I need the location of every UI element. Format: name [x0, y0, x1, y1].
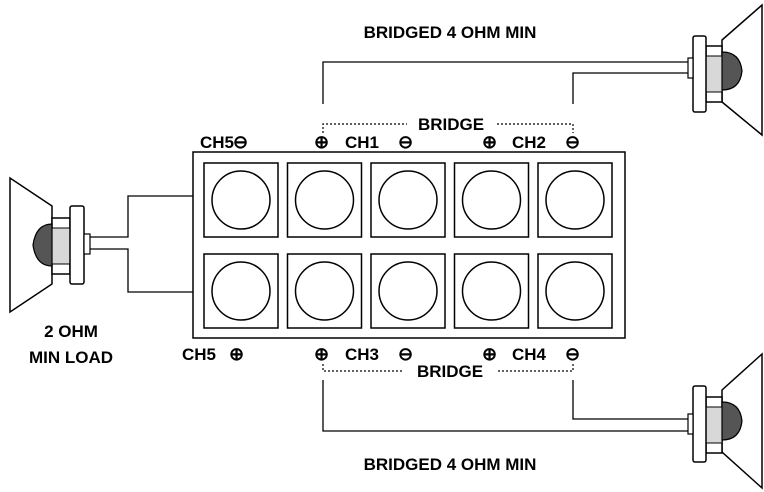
left-speaker-wire-bottom — [90, 248, 193, 293]
terminal-screw — [211, 261, 271, 321]
label-ch5-top: CH5 — [200, 133, 234, 152]
bottom-bridge-bracket — [322, 364, 402, 372]
terminal-cell — [537, 162, 613, 238]
top-bridge-bracket — [322, 123, 407, 133]
left-speaker-label-line2: MIN LOAD — [29, 348, 113, 367]
ch5-top-negative-symbol: ⊖ — [233, 132, 248, 152]
terminal-cell — [286, 162, 363, 238]
ch4-positive-symbol: ⊕ — [482, 344, 497, 364]
left-speaker-label-line1: 2 OHM — [44, 322, 98, 341]
top-speaker-wire-positive — [322, 61, 688, 104]
terminal-screw — [294, 261, 355, 321]
terminal-screw — [294, 170, 355, 230]
top-right-speaker-icon — [687, 3, 763, 137]
terminal-screw — [461, 170, 522, 230]
terminal-screw — [378, 261, 438, 321]
terminal-screw — [545, 261, 605, 321]
terminal-screw — [545, 170, 605, 230]
label-ch5-bottom: CH5 — [182, 345, 216, 364]
ch5-bottom-positive-symbol: ⊕ — [229, 344, 244, 364]
ch3-negative-symbol: ⊖ — [398, 344, 413, 364]
bottom-speaker-wire-negative — [572, 380, 688, 420]
terminal-screw — [461, 261, 522, 321]
terminal-cell — [537, 253, 613, 329]
ch3-positive-symbol: ⊕ — [314, 344, 329, 364]
terminal-screw — [211, 170, 271, 230]
label-ch1: CH1 — [345, 133, 379, 152]
left-speaker-icon — [9, 176, 91, 314]
terminal-cell — [370, 253, 446, 329]
ch2-negative-symbol: ⊖ — [565, 132, 580, 152]
top-bridge-bracket-right — [497, 123, 574, 133]
label-ch3: CH3 — [345, 345, 379, 364]
bottom-bridge-label: BRIDGE — [417, 362, 483, 381]
bottom-bridged-header: BRIDGED 4 OHM MIN — [364, 455, 537, 474]
left-speaker-wire-top — [90, 195, 193, 238]
terminal-cell — [203, 162, 279, 238]
label-ch2: CH2 — [512, 133, 546, 152]
terminal-screw — [378, 170, 438, 230]
top-bridged-header: BRIDGED 4 OHM MIN — [364, 23, 537, 42]
terminal-cell — [286, 253, 363, 329]
terminal-cell — [453, 162, 530, 238]
top-bridge-label: BRIDGE — [418, 115, 484, 134]
terminal-cell — [203, 253, 279, 329]
ch2-positive-symbol: ⊕ — [482, 132, 497, 152]
ch4-negative-symbol: ⊖ — [565, 344, 580, 364]
ch1-negative-symbol: ⊖ — [398, 132, 413, 152]
bottom-speaker-wire-positive — [322, 380, 688, 432]
ch1-positive-symbol: ⊕ — [314, 132, 329, 152]
label-ch4: CH4 — [512, 345, 547, 364]
bottom-right-speaker-icon — [687, 352, 763, 490]
terminal-cell — [370, 162, 446, 238]
terminal-cell — [453, 253, 530, 329]
top-speaker-wire-negative — [572, 72, 688, 104]
terminal-grid — [203, 162, 613, 329]
bottom-bridge-bracket-right — [498, 364, 574, 372]
